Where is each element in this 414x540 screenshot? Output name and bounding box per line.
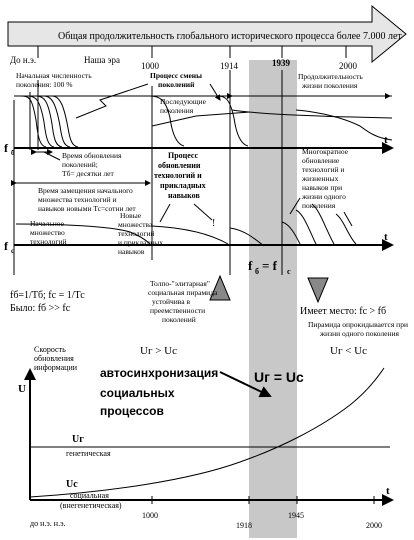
label-takes-place: Имеет место: fс > fб	[300, 306, 386, 317]
svg-text:б: б	[255, 267, 259, 276]
label-pyramid-overturn: Пирамида опрокидывается при жизни одного…	[308, 320, 410, 338]
f-equality: f б = f с	[248, 258, 291, 276]
label-multiple-update: Многократное обновление технологий и жиз…	[301, 147, 350, 210]
tick-1914: 1914	[220, 61, 239, 71]
u-equality: Uг = Uс	[254, 369, 304, 385]
xtick-1000: 1000	[142, 511, 158, 520]
uc-desc: социальная (внегенетическая)	[60, 491, 122, 510]
label-replacement-time: Время замещения начального множества тех…	[38, 186, 136, 213]
ug-desc: генетическая	[66, 449, 111, 458]
tick-bc: До н.э.	[10, 55, 36, 65]
label-change-process: Процесс смены поколений	[150, 71, 204, 89]
uc-label: Uс	[66, 479, 78, 490]
technologies-graph: f с t Начальное множество технологий Нов…	[4, 203, 394, 304]
tick-1000: 1000	[141, 61, 160, 71]
pyramid-stable-icon	[209, 274, 231, 301]
pyramid-overturn-icon	[307, 277, 329, 304]
svg-text:б: б	[11, 149, 15, 157]
tick-1939: 1939	[272, 58, 291, 68]
relation-left: Uг > Uс	[140, 345, 177, 357]
formula-frequencies: fб=1/Тб; fс = 1/Тс	[10, 290, 85, 301]
formula-was: Было: fб >> fс	[10, 303, 71, 314]
label-generation-duration: Продолжительность жизни поколения	[298, 72, 365, 90]
timeline-arrow: Общая продолжительность глобального исто…	[7, 4, 407, 64]
xtick-1918: 1918	[236, 521, 252, 530]
xtick-era: до н.э. н.э.	[30, 519, 66, 528]
label-next-generations: Последующие поколения	[160, 97, 208, 115]
svg-text:f: f	[4, 141, 9, 155]
autosync-line3: процессов	[100, 404, 164, 418]
xtick-1945: 1945	[288, 511, 304, 520]
timeline-title: Общая продолжительность глобального исто…	[58, 31, 402, 42]
svg-text:f: f	[248, 258, 253, 273]
t-axis-label: t	[386, 485, 390, 497]
svg-text:t: t	[384, 231, 388, 243]
tick-ad: Наша эра	[84, 55, 120, 65]
generations-graph: f б t Начальная численность поколения: 1…	[4, 70, 394, 275]
label-initial-set: Начальное множество технологий	[30, 219, 67, 246]
label-pyramid-stable: Толпо-"элитарная" социальная пирамида ус…	[148, 279, 219, 324]
label-initial-generations: Начальная численность поколения: 100 %	[16, 71, 94, 89]
svg-text:= f: = f	[262, 258, 278, 273]
ug-label: Uг	[72, 434, 84, 445]
svg-text:с: с	[287, 267, 291, 276]
svg-text:t: t	[384, 134, 388, 146]
autosync-line1: автосинхронизация	[100, 366, 218, 380]
speed-graph: U t	[18, 367, 394, 506]
u-axis-label: U	[18, 383, 26, 395]
shaded-period-band	[249, 60, 297, 538]
label-update-time: Время обновления поколений; Тб= десятки …	[62, 151, 123, 178]
xtick-2000: 2000	[366, 521, 382, 530]
label-new-sets: Новые множества технологий и прикладных …	[118, 211, 165, 256]
label-tech-process: Процесс обновлении технологий и прикладн…	[154, 151, 208, 200]
uc-curve	[29, 367, 385, 498]
tick-2000: 2000	[339, 61, 358, 71]
exclaim-mark: !	[212, 218, 215, 229]
relation-right: Uг < Uс	[330, 345, 367, 357]
timeline-ticks: До н.э. Наша эра 1000 1914 1939 2000	[10, 46, 358, 71]
autosync-line2: социальных	[100, 386, 175, 400]
svg-text:с: с	[11, 247, 14, 255]
label-update-speed: Скорость обновления информации	[34, 345, 78, 372]
svg-text:f: f	[4, 239, 9, 253]
autosync-arrow	[219, 371, 272, 398]
